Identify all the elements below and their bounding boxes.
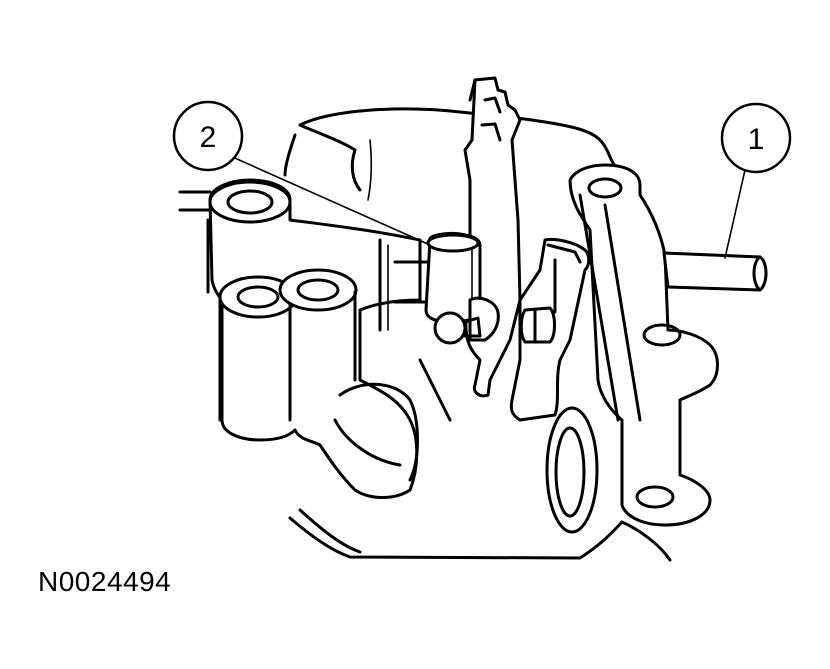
callout-circle [172, 100, 244, 172]
callout-1: 1 [720, 102, 792, 174]
figure-id-label: N0024494 [38, 566, 172, 597]
inner-body [333, 358, 452, 482]
ball-stud [433, 296, 500, 345]
shaft [393, 251, 768, 304]
left-tubes [178, 178, 422, 499]
callout-number: 1 [748, 123, 765, 156]
leader-line-1 [724, 169, 746, 259]
lever-arm [463, 76, 591, 422]
callout-number: 2 [200, 121, 217, 154]
round-port [545, 406, 599, 534]
callout-2: 2 [172, 100, 244, 172]
leader-line-2 [227, 154, 431, 246]
callout-circle [720, 102, 792, 174]
housing-outline [283, 107, 672, 562]
nut [519, 306, 556, 344]
leader-lines [227, 154, 746, 259]
mounting-flange [568, 163, 719, 527]
